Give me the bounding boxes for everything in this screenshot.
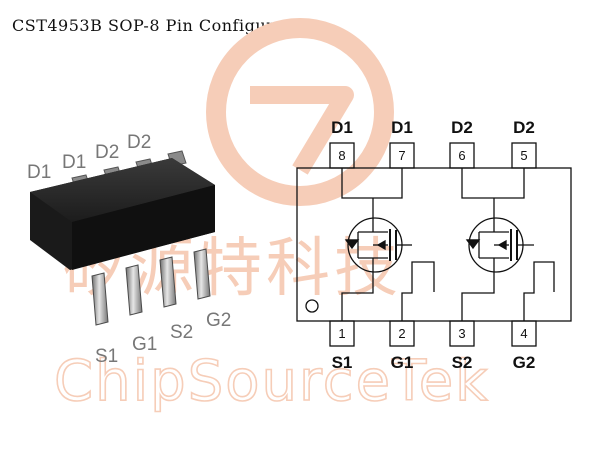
package-top-label-4: D2 (127, 132, 151, 153)
package-top-label-2: D1 (62, 152, 86, 173)
top-pin-name-6: D2 (451, 118, 473, 137)
pin1-marker (305, 299, 319, 313)
page-title: CST4953B SOP-8 Pin Configuration (12, 16, 318, 35)
bottom-pin-name-2: G1 (391, 353, 414, 372)
bottom-pin-number-4: 4 (520, 326, 527, 341)
bottom-pin-number-2: 2 (398, 326, 405, 341)
bottom-pin-name-3: S2 (452, 353, 473, 372)
package-bottom-label-2: G1 (132, 334, 157, 355)
mosfet-2-wiring (461, 168, 555, 321)
bottom-pin-name-4: G2 (513, 353, 536, 372)
package-top-label-3: D2 (95, 142, 119, 163)
sop8-package-illustration: D1 D1 D2 D2 S1 G1 S2 G2 (27, 132, 231, 367)
package-bottom-label-1: S1 (95, 346, 118, 367)
top-pin-name-8: D1 (331, 118, 353, 137)
pin-configuration-schematic (296, 142, 572, 347)
package-bottom-label-3: S2 (170, 322, 193, 343)
mosfet-2-symbol (465, 217, 534, 273)
ic-outline (296, 167, 572, 322)
bottom-pin-number-3: 3 (458, 326, 465, 341)
top-pin-number-8: 8 (338, 148, 345, 163)
package-top-label-1: D1 (27, 162, 51, 183)
package-bottom-label-4: G2 (206, 310, 231, 331)
bottom-pin-number-1: 1 (338, 326, 345, 341)
top-pin-number-7: 7 (398, 148, 405, 163)
top-pin-number-6: 6 (458, 148, 465, 163)
watermark-logo-icon (206, 18, 394, 206)
watermark-english-text: ChipSourceTek (54, 349, 490, 414)
schematic-labels: D1 D1 D2 D2 8 7 6 5 1 2 3 4 S1 G1 S2 G2 (331, 118, 535, 372)
top-pin-name-5: D2 (513, 118, 535, 137)
top-pin-name-7: D1 (391, 118, 413, 137)
bottom-pin-name-1: S1 (332, 353, 353, 372)
mosfet-1-symbol (344, 217, 412, 273)
top-pin-number-5: 5 (520, 148, 527, 163)
mosfet-1-wiring (341, 168, 435, 321)
package-body (30, 158, 215, 270)
package-bottom-pins (91, 248, 211, 326)
